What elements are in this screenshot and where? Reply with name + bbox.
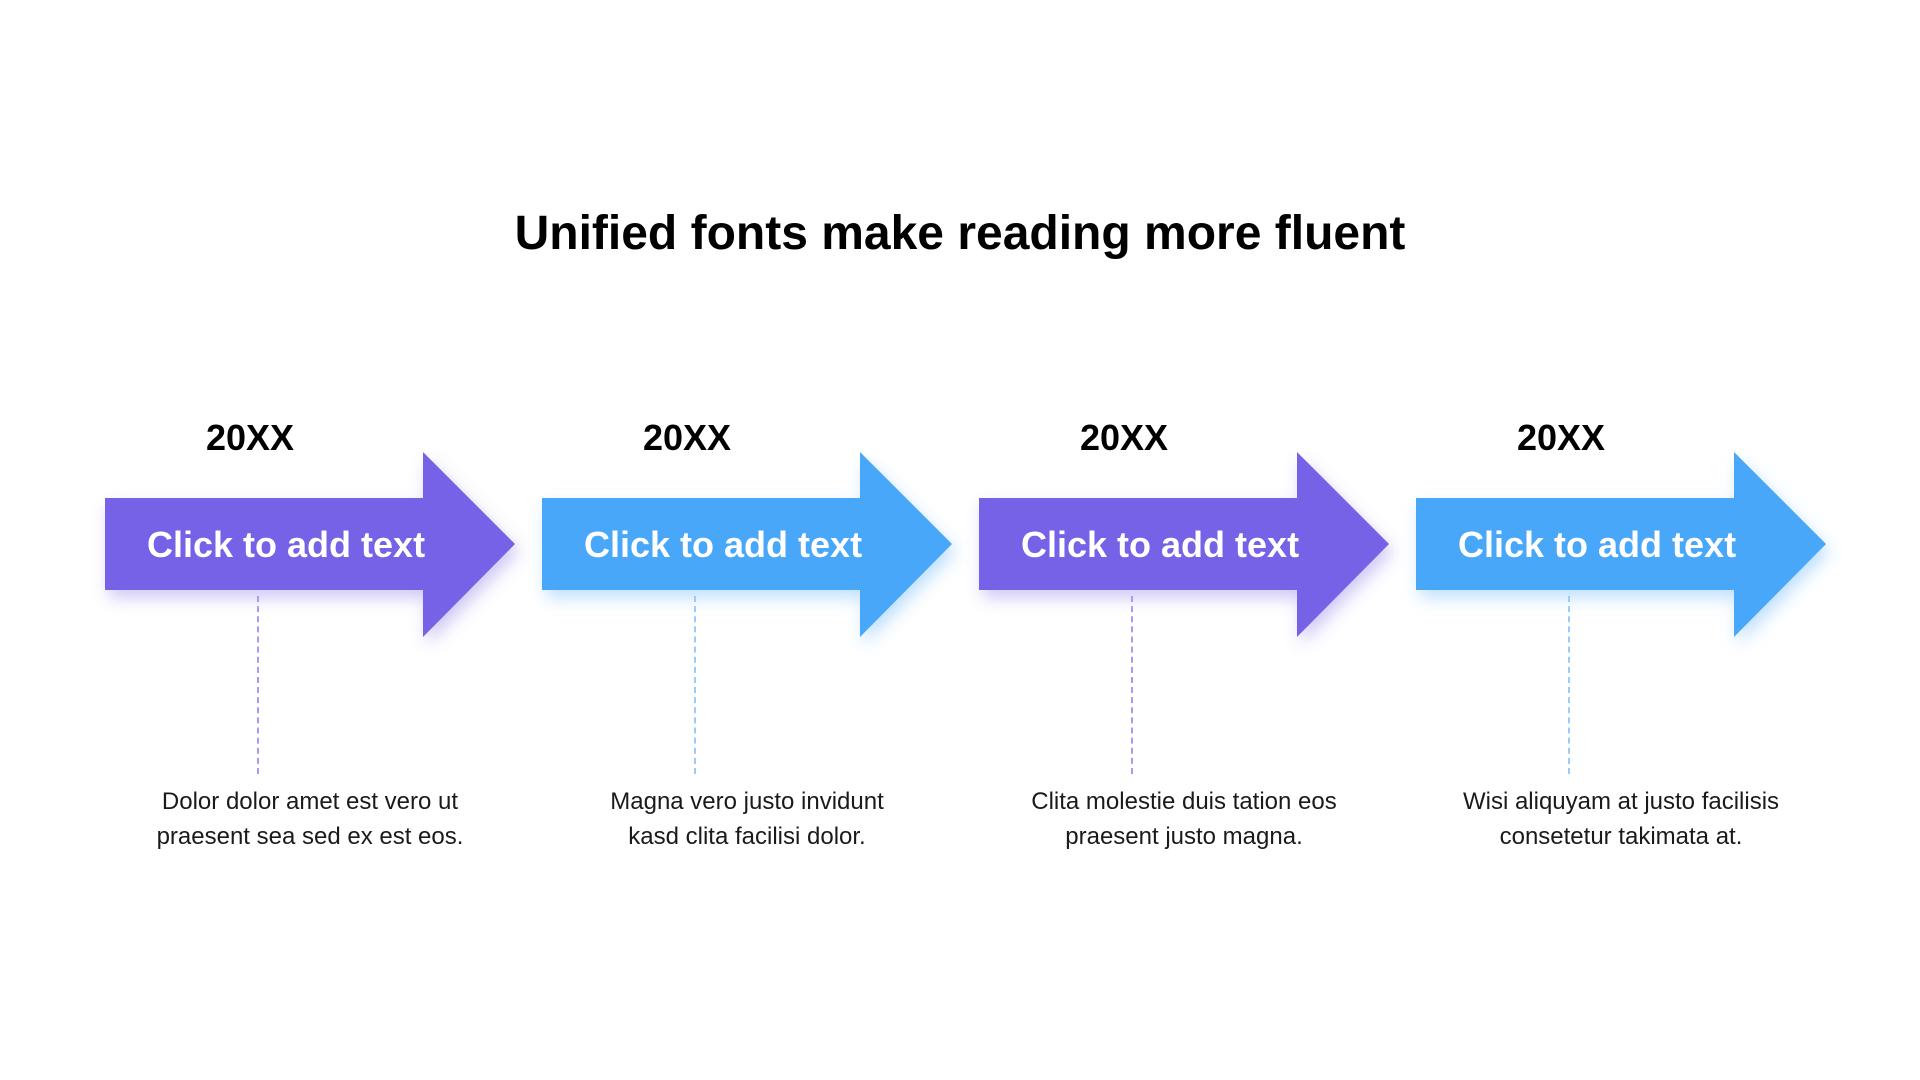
step-year: 20XX: [642, 417, 732, 458]
dashed-connector: [1568, 596, 1570, 774]
step-year: 20XX: [205, 417, 295, 458]
arrow-label[interactable]: Click to add text: [147, 524, 426, 565]
arrow-shape[interactable]: [1416, 440, 1856, 660]
page-title: Unified fonts make reading more fluent: [514, 207, 1406, 260]
step-description: Dolor dolor amet est vero ut praesent se…: [156, 788, 464, 850]
timeline-step-2: 20XX Click to add text Magna vero justo …: [542, 0, 982, 1080]
arrow-label[interactable]: Click to add text: [1021, 524, 1300, 565]
arrow-shape[interactable]: [979, 440, 1419, 660]
step-description: Clita molestie duis tation eos praesent …: [1031, 788, 1337, 850]
arrow-shape[interactable]: [542, 440, 982, 660]
step-year: 20XX: [1079, 417, 1169, 458]
timeline-step-1: 20XX Click to add text Dolor dolor amet …: [105, 0, 545, 1080]
timeline-step-3: 20XX Click to add text Clita molestie du…: [979, 0, 1419, 1080]
timeline-step-4: 20XX Click to add text Wisi aliquyam at …: [1416, 0, 1856, 1080]
dashed-connector: [1131, 596, 1133, 774]
step-description: Wisi aliquyam at justo facilisis consete…: [1462, 788, 1780, 850]
arrow-label[interactable]: Click to add text: [1458, 524, 1737, 565]
step-description: Magna vero justo invidunt kasd clita fac…: [610, 788, 884, 850]
step-year: 20XX: [1516, 417, 1606, 458]
arrow-label[interactable]: Click to add text: [584, 524, 863, 565]
arrow-shape[interactable]: [105, 440, 545, 660]
dashed-connector: [694, 596, 696, 774]
dashed-connector: [257, 596, 259, 774]
